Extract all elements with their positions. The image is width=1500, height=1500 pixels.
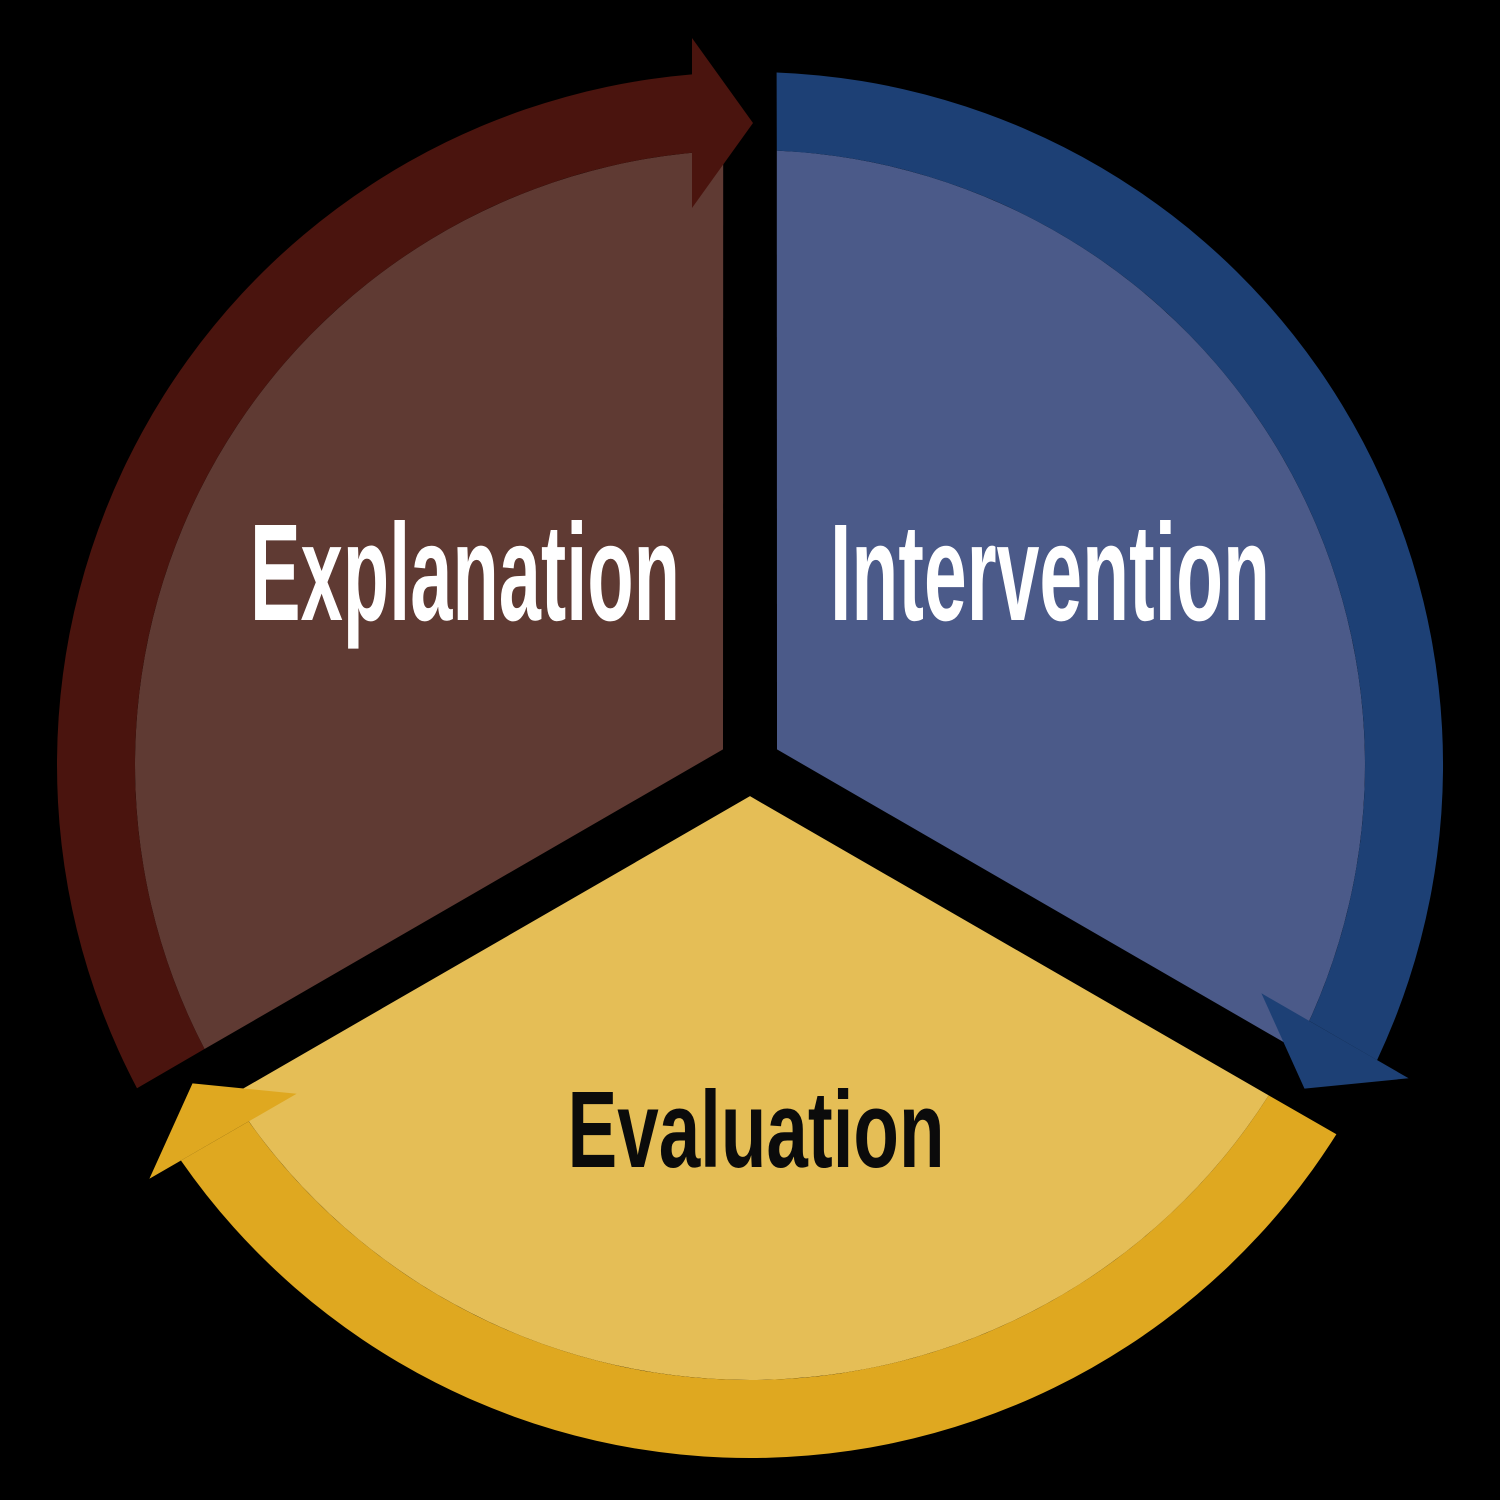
intervention-label: Intervention [830,496,1270,650]
segment-evaluation [149,796,1337,1458]
explanation-arrowhead-icon [692,38,753,208]
intervention-arrow-ring [776,72,1444,1061]
intervention-slice [776,150,1365,1049]
segment-explanation [57,38,753,1089]
explanation-slice [135,150,724,1050]
evaluation-arrow-ring [180,1095,1337,1458]
explanation-arrow-ring [57,74,693,1089]
explanation-label: Explanation [250,496,680,650]
evaluation-label: Evaluation [568,1069,945,1191]
evaluation-slice [231,796,1269,1380]
intervention-arrowhead-icon [1261,993,1409,1089]
segment-intervention [776,72,1444,1089]
evaluation-arrowhead-icon [149,1083,297,1179]
